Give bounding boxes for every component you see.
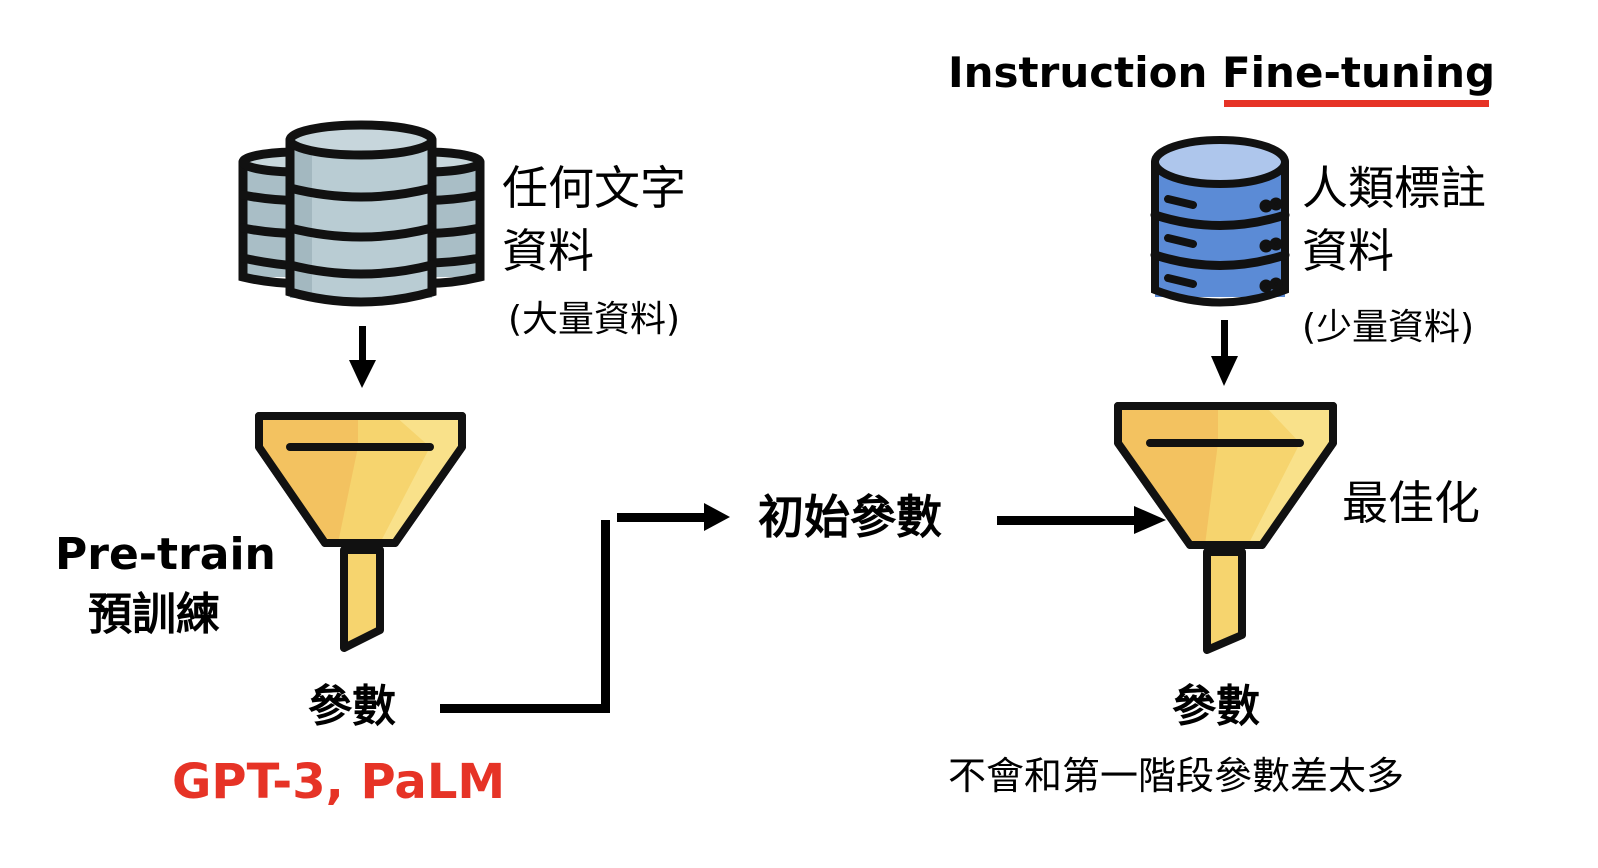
left-data-note: (大量資料) xyxy=(508,299,681,340)
optimize-label: 最佳化 xyxy=(1342,476,1480,530)
left-params-label: 參數 xyxy=(308,681,396,732)
init-params-label: 初始參數 xyxy=(758,490,942,544)
db-front xyxy=(285,120,437,307)
funnel-icon-right xyxy=(1114,402,1337,654)
right-params-label: 參數 xyxy=(1172,681,1260,732)
title-prefix: Instruction xyxy=(948,48,1222,97)
right-data-note: (少量資料) xyxy=(1302,307,1475,348)
diagram-title: Instruction Fine-tuning xyxy=(948,52,1495,94)
arrow-right-middle xyxy=(997,506,1166,534)
database-stack-icon xyxy=(238,120,485,307)
right-data-label-line2: 資料 xyxy=(1302,224,1394,278)
right-data-label-line1: 人類標註 xyxy=(1302,161,1486,215)
pretrain-label-en: Pre-train xyxy=(55,529,276,580)
pretrain-label-zh: 預訓練 xyxy=(88,589,220,640)
funnel-icon-left xyxy=(255,412,466,652)
connector-arrow xyxy=(440,503,730,713)
left-data-label-line1: 任何文字 xyxy=(502,161,686,215)
arrow-down-left xyxy=(349,326,376,388)
arrow-down-right xyxy=(1211,320,1238,386)
title-underlined: Fine-tuning xyxy=(1221,48,1496,97)
models-label: GPT-3, PaLM xyxy=(172,754,506,810)
left-data-label-line2: 資料 xyxy=(502,224,594,278)
database-server-icon xyxy=(1150,136,1290,307)
right-params-note: 不會和第一階段參數差太多 xyxy=(948,754,1405,798)
